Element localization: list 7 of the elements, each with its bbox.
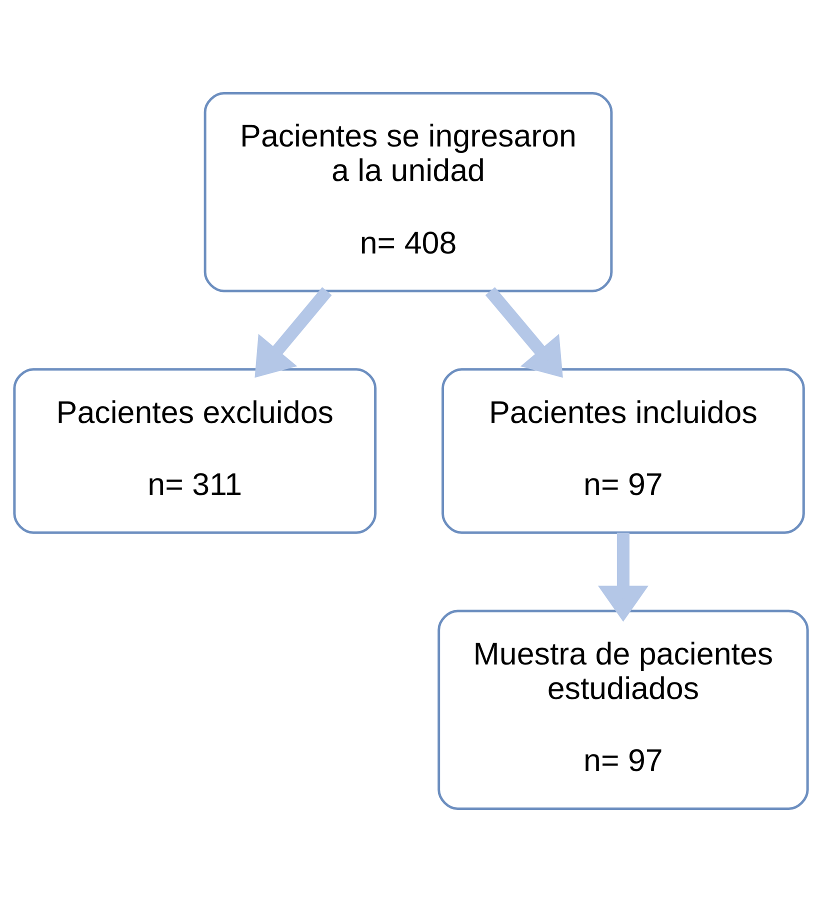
- arrow: [598, 532, 648, 622]
- node-box: Pacientes incluidos n= 97: [442, 368, 805, 534]
- node-box: Muestra de pacientes estudiados n= 97: [438, 610, 809, 810]
- arrow: [254, 287, 332, 378]
- arrow: [485, 287, 563, 378]
- node-box: Pacientes excluidos n= 311: [13, 368, 377, 534]
- node-box: Pacientes se ingresaron a la unidad n= 408: [204, 92, 613, 292]
